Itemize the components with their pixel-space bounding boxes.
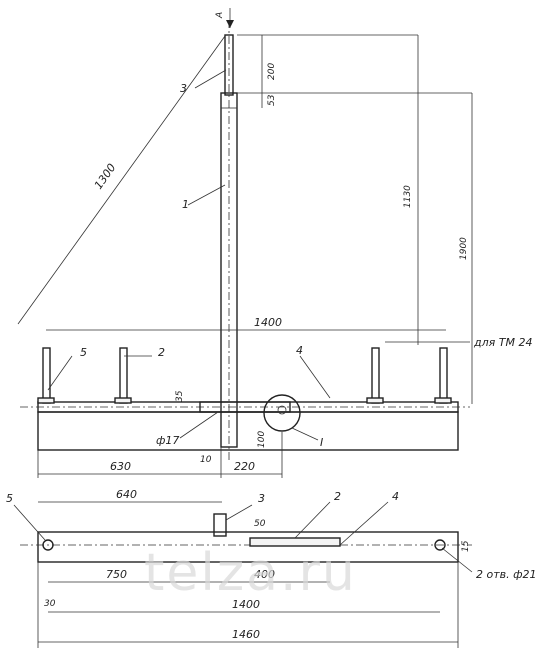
detail-circle [263,394,301,432]
dim-35: 35 [175,390,185,402]
callout-4-leader [299,355,331,399]
phi17-leader [179,411,219,439]
plan-callout-4: 4 [392,490,399,503]
plan-post-bracket [213,513,227,537]
plan-callout-2: 2 [334,490,341,503]
bolt-nut-2 [114,397,132,404]
note-tm24: для ТМ 24 [473,336,532,349]
dim-400: 400 [254,568,275,581]
bolt-4 [439,347,448,404]
detail-hole [277,405,287,415]
watermark: telza.ru [144,543,357,603]
bolt-nut-3 [366,397,384,404]
callout-1-leader [187,184,226,206]
dim-50: 50 [254,519,266,529]
bolt-nut-4 [434,397,452,404]
dim-630: 630 [110,460,131,473]
callout-2: 2 [158,346,165,359]
dim-30: 30 [44,599,56,609]
dim-15: 15 [461,540,471,552]
callout-5: 5 [80,346,87,359]
dim-220: 220 [234,460,255,473]
plan-hole-left [42,539,54,551]
bolt-3 [371,347,380,404]
detail-label: I [320,436,323,449]
note-holes: 2 отв. ф21 [476,568,537,581]
section-a-label: А [215,12,225,19]
dim-1300-line [17,35,226,325]
dim-200: 200 [267,63,277,80]
plan-callout-5: 5 [6,492,13,505]
dim-750: 750 [106,568,127,581]
dim-1400-bottom: 1400 [232,598,260,611]
callout-4: 4 [296,344,303,357]
plan-callout-3: 3 [258,492,265,505]
callout-3-leader [194,69,227,89]
detail-leader [291,427,319,441]
plan-callout-4-leader [339,501,389,546]
callout-3: 3 [180,82,187,95]
dim-1460: 1460 [232,628,260,641]
bolt-nut-1 [37,397,55,404]
plan-beam [37,531,459,563]
dim-53: 53 [267,94,277,106]
plan-callout-3-leader [225,504,253,521]
callout-1: 1 [182,198,189,211]
dim-1130: 1130 [403,185,413,208]
bolt-1 [42,347,51,404]
base-beam-web [37,411,459,451]
elevation-view: А 1300 200 53 1130 1900 1400 [17,8,532,478]
section-a-arrow [226,20,234,28]
note-phi17: ф17 [156,434,179,447]
dim-1400-top: 1400 [254,316,282,329]
plan-callout-2-leader [294,501,331,539]
plan-callout-5-leader [13,504,46,541]
mounting-plate [199,401,291,413]
plan-view: 640 3 50 2 4 5 15 2 отв. ф21 750 400 30 … [6,488,537,648]
callout-5-leader [47,355,73,391]
dim-1900: 1900 [459,237,469,260]
plan-hole-right [434,539,446,551]
dim-10: 10 [200,455,212,465]
dim-1300: 1300 [92,161,119,191]
holes-leader [441,547,473,573]
dim-100: 100 [257,431,267,448]
dim-640: 640 [116,488,137,501]
